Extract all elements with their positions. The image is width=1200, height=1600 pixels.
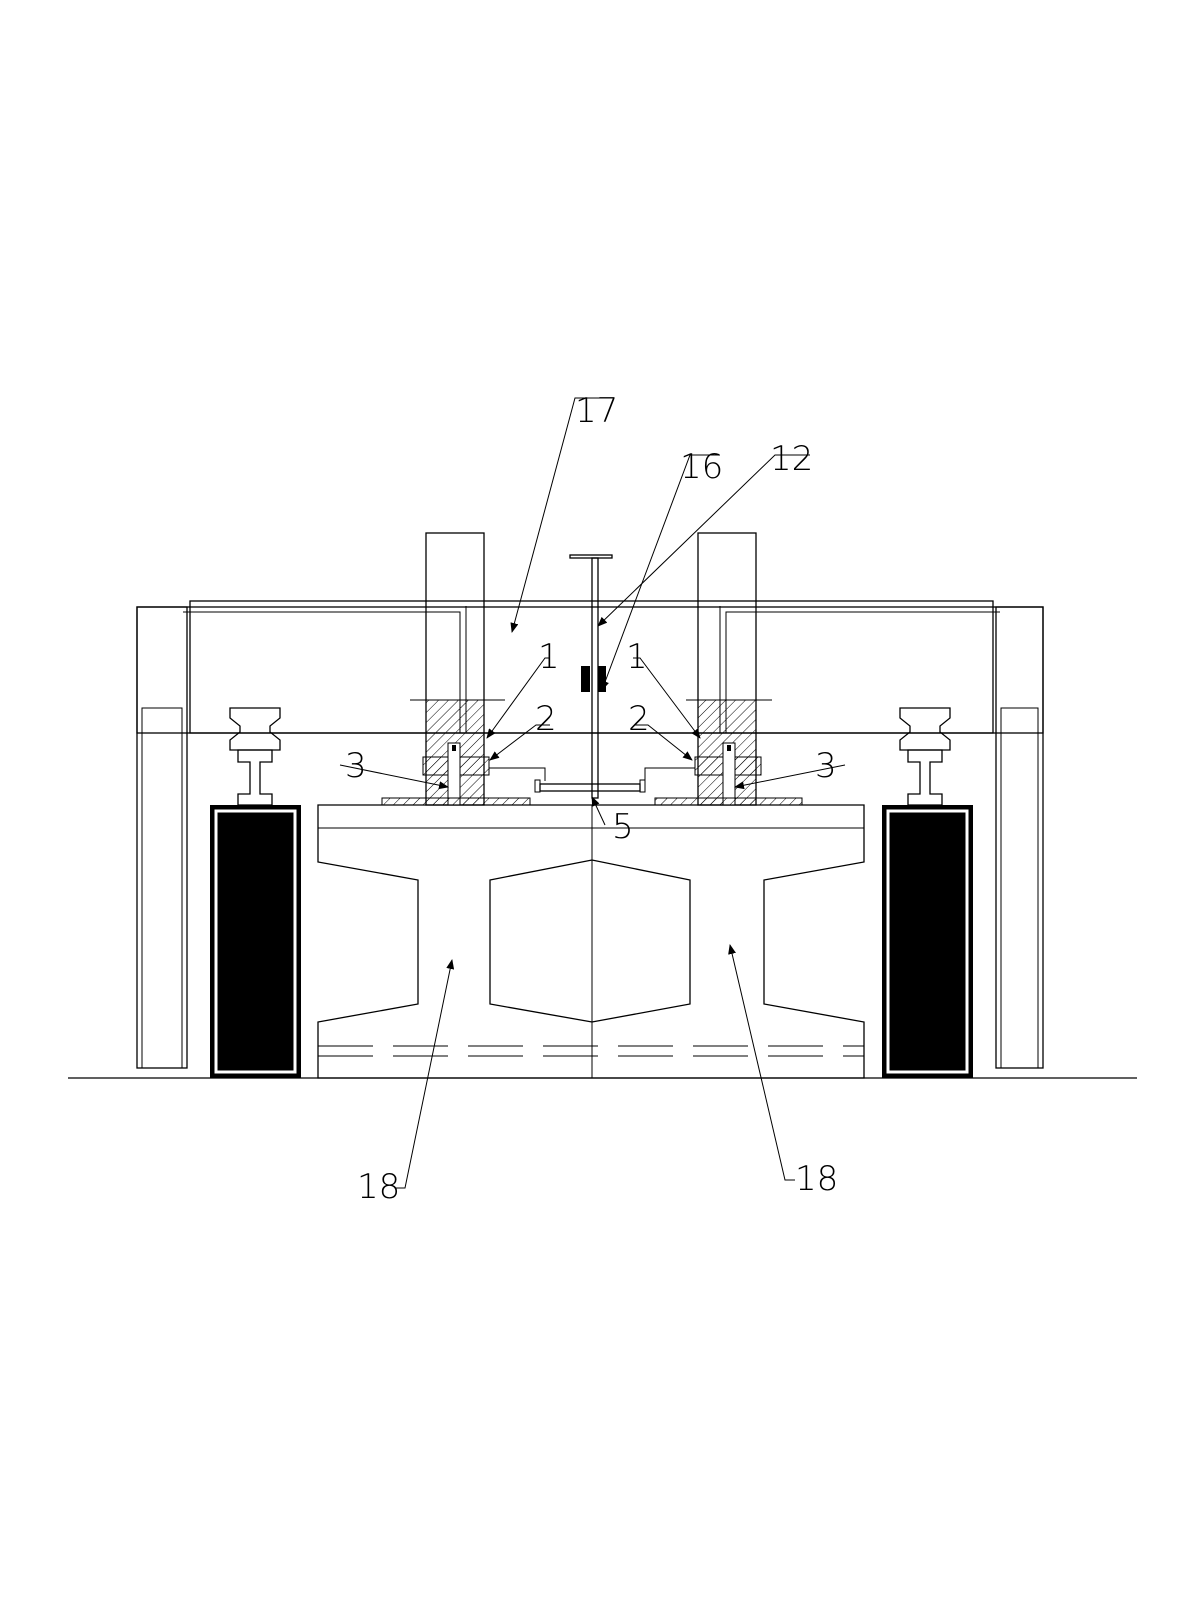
label-2-left: 2 <box>535 699 557 739</box>
right-rail <box>899 707 951 806</box>
tie-bar <box>489 767 695 793</box>
right-foundation <box>882 805 973 1078</box>
support-block-left <box>581 666 590 692</box>
label-18-right: 18 <box>795 1159 838 1199</box>
left-rail <box>229 707 281 806</box>
label-1-left: 1 <box>538 637 560 677</box>
label-2-right: 2 <box>628 699 650 739</box>
leader-lines <box>339 397 846 1189</box>
box-girder <box>317 804 865 1079</box>
label-3-right: 3 <box>815 746 837 786</box>
label-17: 17 <box>575 391 618 431</box>
left-bearing <box>381 699 531 806</box>
left-foundation <box>210 805 301 1078</box>
label-1-right: 1 <box>626 637 648 677</box>
label-5: 5 <box>612 807 634 847</box>
label-12: 12 <box>770 439 813 479</box>
label-3-left: 3 <box>345 746 367 786</box>
label-18-left: 18 <box>357 1167 400 1207</box>
right-bearing <box>654 699 803 806</box>
support-block-right <box>598 666 606 692</box>
label-16: 16 <box>680 447 723 487</box>
